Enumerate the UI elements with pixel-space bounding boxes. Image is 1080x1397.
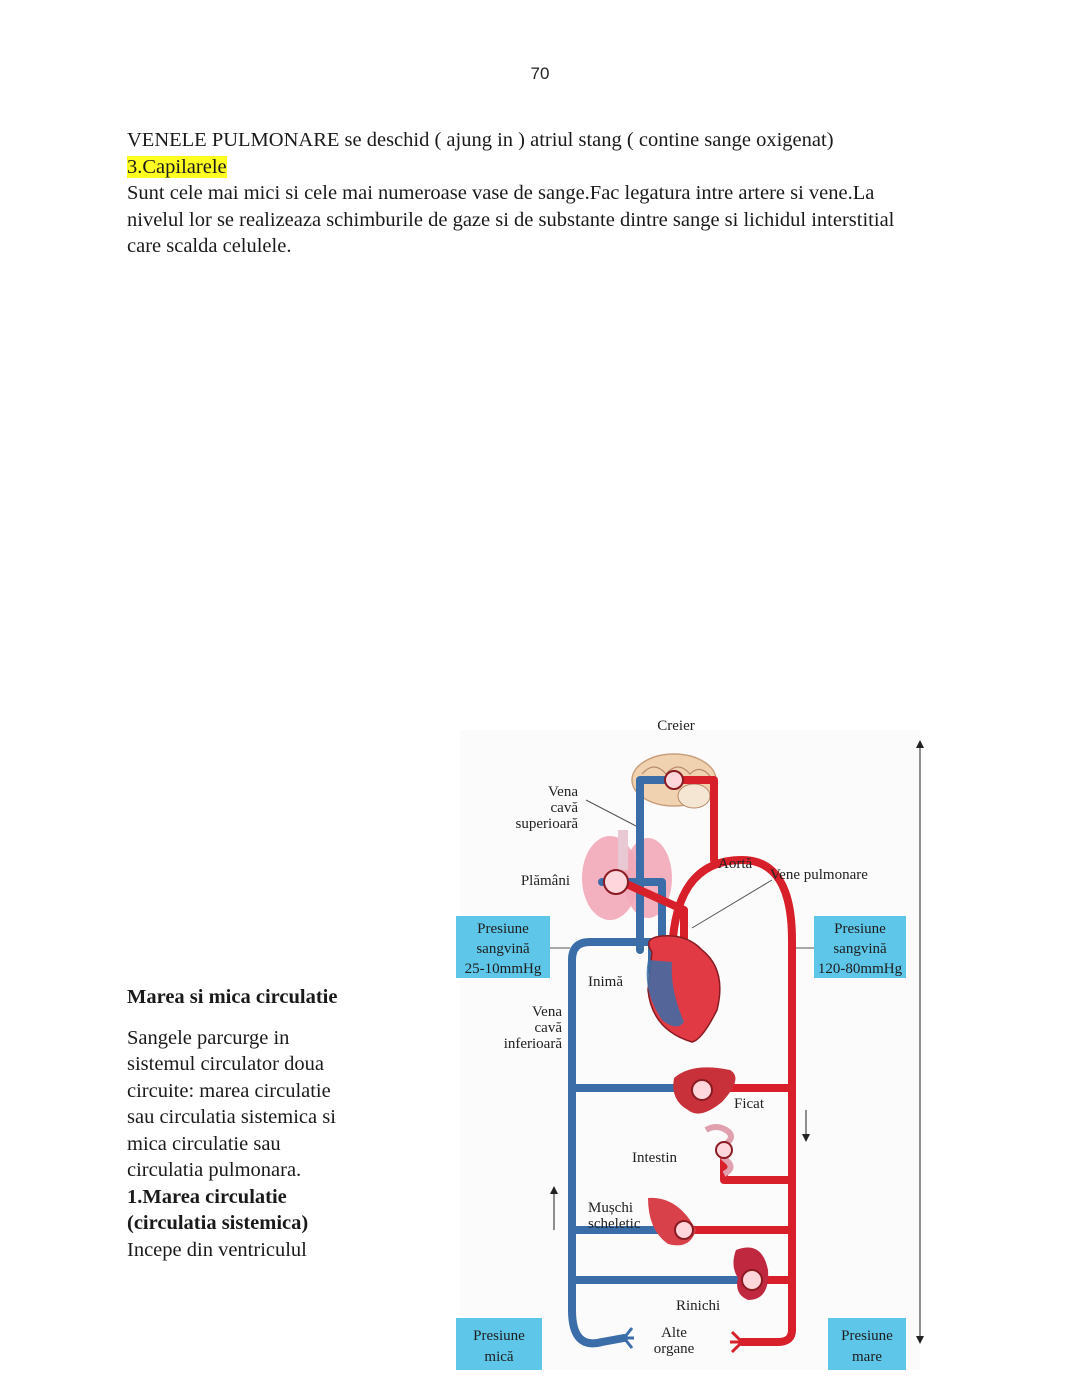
side-column: Marea si mica circulatie Sangele parcurg… [127, 984, 367, 1263]
label-vena-cava-inf: cavă [535, 1020, 563, 1036]
heart-right-side [646, 960, 684, 1027]
left-box-line: 25-10mmHg [465, 961, 542, 977]
capilare-line: Sunt cele mai mici si cele mai numeroase… [127, 182, 875, 204]
side-line: sistemul circulator doua [127, 1053, 324, 1075]
leader-lines [550, 799, 814, 949]
capilare-line: nivelul lor se realizeaza schimburile de… [127, 208, 895, 231]
circulation-diagram: Presiune sangvină 25-10mmHg Presiune san… [456, 718, 924, 1370]
side-line: circuite: marea circulatie [127, 1079, 331, 1102]
vena-cava-inferior-path [568, 938, 656, 1314]
label-inima: Inimă [588, 974, 623, 990]
kidney-capillary-ring [741, 1269, 763, 1291]
muscle-capillary-ring [674, 1220, 694, 1240]
vene-pulmonare-leader [691, 879, 773, 929]
vein-up-arrow [550, 1186, 558, 1194]
label-vene-pulmonare: Vene pulmonare [770, 867, 868, 883]
top-arrow [916, 740, 924, 748]
low-box-line: mică [484, 1349, 513, 1365]
left-box-line: sangvină [476, 941, 530, 957]
label-vena-cava-sup: Vena [548, 784, 578, 800]
right-pressure-box [814, 916, 906, 978]
label-intestin: Intestin [632, 1150, 677, 1166]
side-line: sau circulatia sistemica si [127, 1106, 336, 1128]
left-pressure-box [456, 916, 550, 978]
section-title-capilarele: 3.Capilarele [127, 154, 927, 181]
high-box-line: Presiune [841, 1328, 893, 1344]
aorta-path [668, 856, 796, 1346]
label-plamani: Plămâni [521, 873, 570, 889]
label-muschi: Mușchi [588, 1200, 633, 1216]
side-subheading: (circulatia sistemica) [127, 1212, 309, 1234]
diagram-background [460, 730, 920, 1370]
high-box-line: mare [852, 1349, 882, 1365]
other-organs-vein [568, 1306, 628, 1348]
intestine-capillary-ring [715, 1141, 733, 1159]
other-organs-tuft [622, 1327, 634, 1349]
capillary-rings [603, 770, 763, 1291]
right-box-line: Presiune [834, 921, 886, 937]
label-vena-cava-inf: Vena [532, 1004, 562, 1020]
brain-capillary-ring [664, 770, 684, 790]
side-tail: Incepe din ventriculul [127, 1238, 307, 1261]
label-muschi: scheletic [588, 1216, 641, 1232]
side-line: circulatia pulmonara. [127, 1159, 302, 1181]
right-box-line: 120-80mmHg [818, 961, 903, 977]
carotid-path [680, 776, 718, 864]
low-pressure-box [456, 1318, 542, 1370]
label-vena-cava-inf: inferioară [504, 1036, 563, 1052]
low-box-line: Presiune [473, 1328, 525, 1344]
other-organs-arterial-tuft [730, 1330, 744, 1354]
label-rinichi: Rinichi [676, 1298, 720, 1314]
label-vena-cava-sup: superioară [516, 816, 579, 832]
label-creier: Creier [657, 718, 694, 734]
trachea [618, 830, 628, 870]
side-subheading: 1.Marea circulatie [127, 1185, 287, 1208]
capilare-paragraph: Sunt cele mai mici si cele mai numeroase… [127, 180, 927, 260]
paragraph-venele-pulmonare: VENELE PULMONARE se deschid ( ajung in )… [127, 129, 834, 151]
page-number: 70 [530, 64, 550, 83]
label-aorta: Aortă [718, 856, 752, 872]
side-heading: Marea si mica circulatie [127, 986, 338, 1008]
left-box-line: Presiune [477, 921, 529, 937]
high-pressure-box [828, 1318, 906, 1370]
bottom-arrow [916, 1336, 924, 1344]
label-vena-cava-sup: cavă [551, 800, 579, 816]
side-line: Sangele parcurge in [127, 1026, 290, 1049]
highlighted-title: 3.Capilarele [127, 156, 227, 178]
capilare-line: care scalda celulele. [127, 235, 292, 257]
right-box-line: sangvină [833, 941, 887, 957]
side-line: mica circulatie sau [127, 1132, 281, 1155]
cerebellum [677, 783, 711, 809]
vena-cava-sup-leader [585, 799, 637, 827]
label-alte-organe: organe [654, 1341, 695, 1357]
label-alte-organe: Alte [661, 1325, 687, 1341]
label-ficat: Ficat [734, 1096, 765, 1112]
flow-arrows [550, 740, 924, 1344]
lung-capillary-ring [603, 869, 629, 895]
liver-capillary-ring [691, 1079, 713, 1101]
artery-down-arrow [802, 1134, 810, 1142]
brain-folds [641, 766, 711, 777]
